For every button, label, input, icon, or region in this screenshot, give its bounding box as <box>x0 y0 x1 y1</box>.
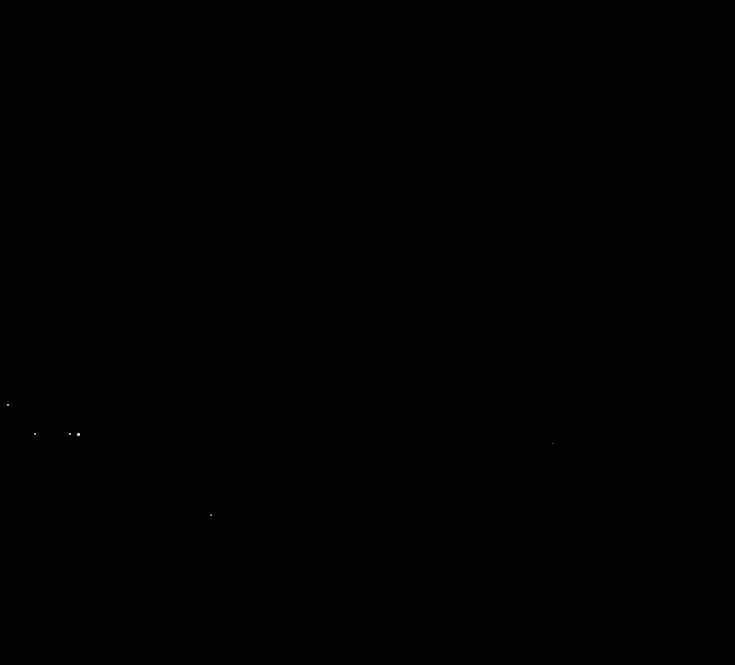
light-speck <box>69 433 71 435</box>
light-speck <box>7 404 9 406</box>
light-speck <box>77 433 80 436</box>
light-speck <box>34 433 36 435</box>
light-speck <box>210 514 212 516</box>
light-speck <box>552 443 553 444</box>
